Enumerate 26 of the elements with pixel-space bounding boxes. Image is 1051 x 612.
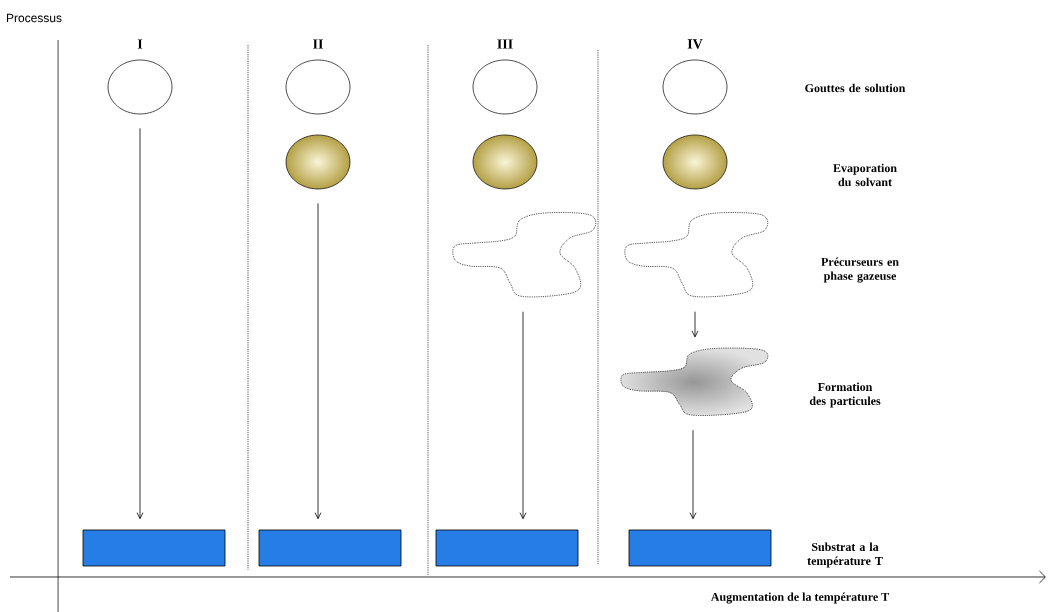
substrate-bar (435, 529, 579, 567)
arrow (519, 311, 527, 520)
particle-cloud (620, 347, 769, 416)
substrate-bar (628, 529, 772, 567)
substrate-bar (258, 529, 402, 567)
droplet (285, 134, 351, 190)
axis-label: Processus (7, 13, 62, 23)
step-label: Gouttes de solution (805, 83, 906, 93)
droplet (107, 59, 173, 115)
particle-cloud (452, 212, 597, 298)
droplet (472, 59, 538, 115)
droplet (662, 59, 728, 115)
axis-label: Augmentation de la température T (710, 592, 890, 604)
step-label: Substrat a la température T (807, 542, 883, 568)
droplet (662, 134, 728, 190)
arrow (689, 429, 697, 520)
arrow (136, 127, 144, 520)
particle-cloud (624, 212, 769, 298)
step-label: Evaporation du solvant (833, 163, 897, 187)
arrow (691, 311, 699, 338)
droplet (472, 134, 538, 190)
arrow (314, 202, 322, 520)
step-label: Précurseurs en phase gazeuse (821, 257, 899, 283)
droplet (285, 59, 351, 115)
step-label: Formation des particules (809, 382, 881, 408)
substrate-bar (82, 529, 226, 567)
